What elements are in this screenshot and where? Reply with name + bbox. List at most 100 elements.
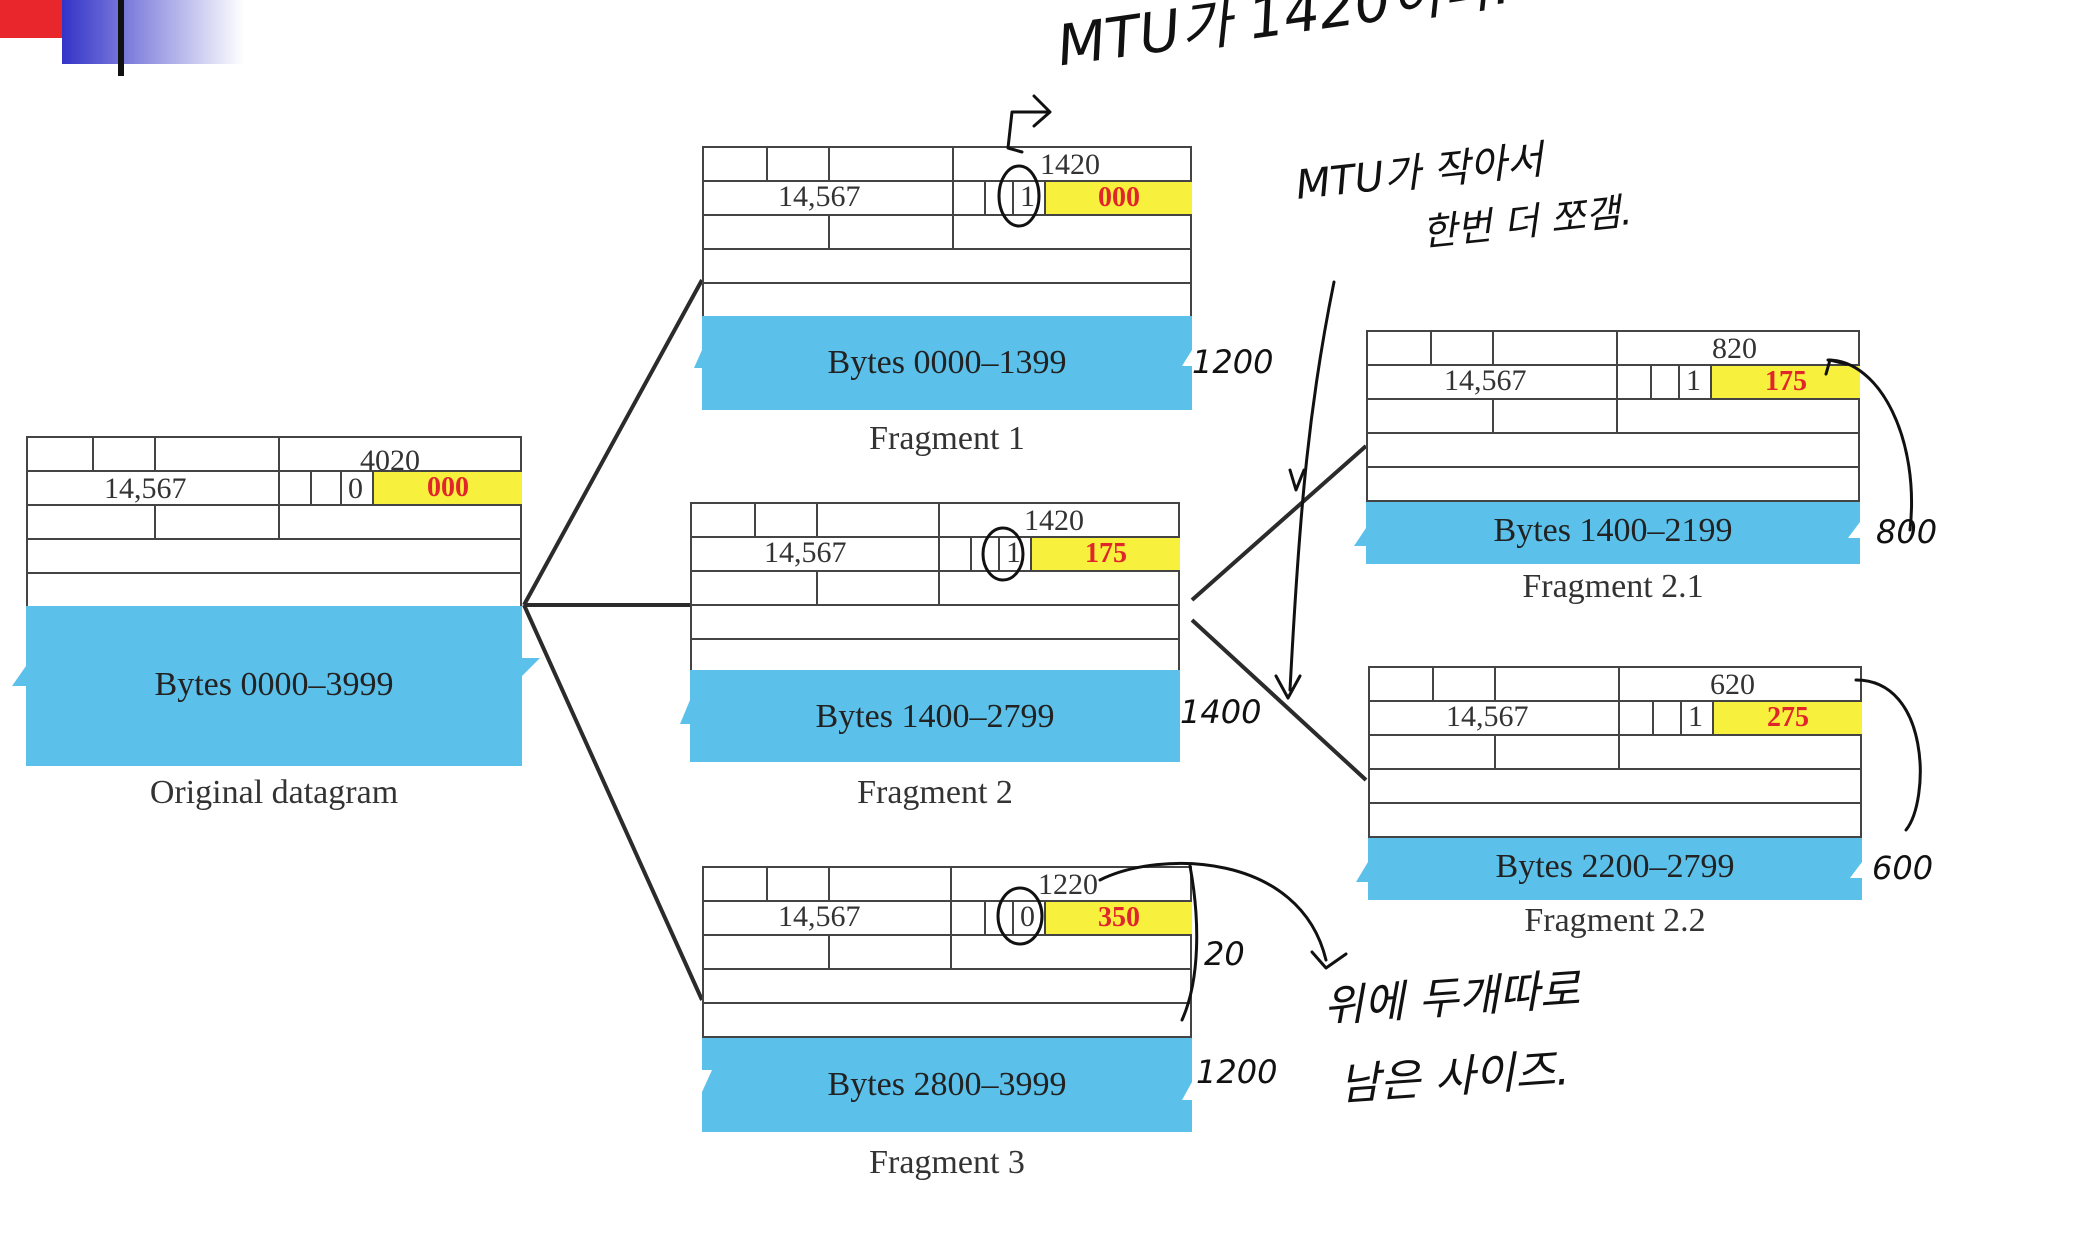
header-col-line [828, 934, 830, 968]
header-col-line [1494, 668, 1496, 700]
total-length: 820 [1712, 332, 1757, 365]
mf-flag: 1 [1688, 700, 1703, 733]
handwritten-fragment1-size: 1200 [1192, 343, 1274, 381]
refragment-arrow-head-2 [1274, 674, 1302, 700]
header-col-line [278, 438, 280, 538]
fragment-2: 1420 14,567 1 175 Bytes 1400–2799 Fragme… [680, 502, 1180, 812]
fragment-2-data-band [680, 670, 1180, 762]
header-col-line [1492, 398, 1494, 432]
original-bytes-label: Bytes 0000–3999 [154, 666, 394, 703]
fragment-2-2-bytes-label: Bytes 2200–2799 [1495, 848, 1735, 885]
fragment-2-1-bytes-label: Bytes 1400–2199 [1493, 512, 1733, 549]
handwritten-fragment22-size: 600 [1872, 849, 1934, 887]
mf-flag: 0 [348, 472, 363, 505]
header-col-line [816, 504, 818, 536]
header-row-line [704, 180, 1190, 182]
fragment3-arrow-head [1310, 950, 1348, 970]
total-length: 4020 [360, 444, 420, 477]
header-row-line [692, 604, 1178, 606]
header-row-line [1368, 432, 1858, 434]
mf-flag: 0 [1020, 900, 1035, 933]
fragment-offset: 000 [1044, 182, 1192, 214]
fragment-2-caption: Fragment 2 [857, 774, 1013, 811]
refragment-arrow-head-1 [1288, 468, 1306, 492]
connector-original-to-fragment1 [522, 279, 704, 606]
fragment-3-header: 1220 14,567 0 350 [702, 866, 1192, 1038]
header-row-line [704, 1002, 1190, 1004]
circle-mf-fragment1 [997, 164, 1041, 228]
mtu-arrow-head [1032, 94, 1052, 128]
fragment-1: 1420 14,567 1 000 Bytes 0000–1399 Fragme… [694, 146, 1192, 456]
connector-fragment2-to-fragment21 [1190, 444, 1368, 602]
header-row-line [1370, 802, 1860, 804]
header-col-line [154, 504, 156, 538]
header-col-line [1430, 332, 1432, 364]
circle-mf-fragment3 [996, 886, 1044, 946]
fragment-offset: 275 [1712, 702, 1862, 734]
header-col-line [828, 148, 830, 180]
header-row-line [704, 214, 1190, 216]
header-col-line [950, 868, 952, 968]
fragment-1-data-band [694, 316, 1192, 410]
handwritten-fragment2-size: 1400 [1180, 693, 1262, 731]
flag-reserved [984, 182, 1014, 214]
total-length: 1420 [1040, 148, 1100, 181]
identification: 14,567 [1446, 700, 1529, 733]
fragment-1-bytes-label: Bytes 0000–1399 [827, 344, 1067, 381]
fragment-offset: 175 [1030, 538, 1180, 570]
header-row-line [28, 470, 520, 472]
header-row-line [1370, 734, 1860, 736]
fragment-2-1-caption: Fragment 2.1 [1522, 568, 1704, 605]
header-row-line [1370, 768, 1860, 770]
original-data-band [12, 606, 540, 766]
fragment-offset: 175 [1710, 366, 1860, 398]
corner-blue-gradient [62, 0, 244, 64]
fragment-2-2-data-band [1356, 838, 1862, 900]
header-col-line [828, 214, 830, 248]
refragment-arrow [1288, 280, 1336, 692]
fragment3-bracket-right [1180, 864, 1199, 1022]
header-row-line [28, 572, 520, 574]
header-col-line [766, 868, 768, 900]
header-col-line [766, 148, 768, 180]
header-col-line [1494, 734, 1496, 768]
fragment-2-2-caption: Fragment 2.2 [1524, 902, 1706, 939]
header-col-line [1616, 332, 1618, 432]
header-col-line [828, 868, 830, 900]
mf-flag: 1 [1006, 536, 1021, 569]
fragment-3-data-band [702, 1038, 1192, 1132]
header-row-line [704, 968, 1190, 970]
circle-mf-fragment2 [981, 526, 1025, 582]
original-caption: Original datagram [149, 774, 399, 811]
handwritten-fragment3-size: 1200 [1196, 1053, 1278, 1091]
mtu-bracket-stroke [1006, 110, 1050, 154]
fragment-2-2: 620 14,567 1 275 Bytes 2200–2799 Fragmen… [1356, 666, 1862, 946]
fragment-offset: 350 [1044, 902, 1192, 934]
fragment-3-caption: Fragment 3 [869, 1144, 1025, 1181]
identification: 14,567 [778, 180, 861, 213]
fragment-2-bytes-label: Bytes 1400–2799 [815, 698, 1055, 735]
fragment-2-1: 820 14,567 1 175 Bytes 1400–2199 Fragmen… [1354, 330, 1860, 610]
identification: 14,567 [764, 536, 847, 569]
flag-reserved [1652, 702, 1682, 734]
fragment-offset: 000 [372, 472, 522, 504]
fragment-2-1-header: 820 14,567 1 175 [1366, 330, 1860, 502]
original-datagram: 4020 14,567 0 000 Bytes 0000–3999 Origin… [12, 436, 540, 836]
header-row-line [704, 282, 1190, 284]
header-col-line [154, 438, 156, 470]
handwritten-fragment21-size: 800 [1876, 513, 1938, 551]
flag-reserved [310, 472, 342, 504]
original-header: 4020 14,567 0 000 [26, 436, 522, 608]
flag-reserved [984, 902, 1014, 934]
header-row-line [28, 504, 520, 506]
header-col-line [1492, 332, 1494, 364]
fragment3-offset-curve [1098, 861, 1328, 962]
offset-curve-fragment22 [1854, 678, 1922, 832]
header-col-line [938, 504, 940, 604]
mf-flag: 1 [1020, 180, 1035, 213]
identification: 14,567 [104, 472, 187, 505]
header-row-line [692, 536, 1178, 538]
